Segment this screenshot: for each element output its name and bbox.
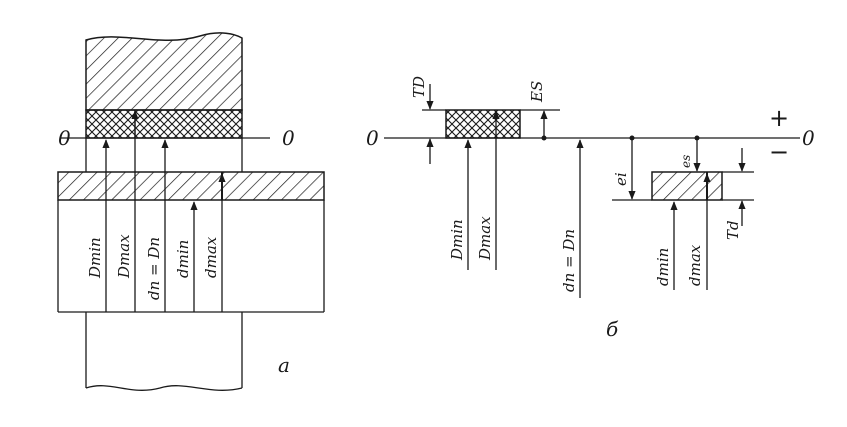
zero-label-b-right: 0 (802, 126, 815, 150)
caption-a: а (278, 353, 290, 377)
diagram-a: 0 0 Dmin Dmax dn = Dn dmin dmax а (57, 32, 325, 391)
label-b-es-lower: es (679, 155, 693, 168)
label-a-dmin-shaft: dmin (174, 240, 192, 278)
label-b-ei: ei (612, 172, 630, 186)
label-b-dn: dn = Dn (560, 229, 578, 292)
label-b-dmax-shaft: dmax (686, 244, 704, 286)
minus-sign: − (769, 138, 789, 166)
label-b-dmin-shaft: dmin (654, 248, 672, 286)
label-b-dmin-hole: Dmin (448, 219, 466, 261)
label-a-dmax-hole: Dmax (115, 234, 133, 279)
label-b-td: TD (410, 76, 428, 98)
hole-tolerance-zone (85, 109, 243, 139)
hole-tolerance-field (445, 109, 521, 139)
shaft-tolerance-zone (57, 171, 325, 201)
zero-label-b-left: 0 (366, 126, 379, 150)
zero-label-a-left: 0 (58, 126, 71, 150)
label-b-dmax-hole: Dmax (476, 216, 494, 261)
diagram-b: 0 0 + − TD ES Dmin Dmax dn = Dn ei (366, 76, 815, 341)
zero-label-a-right: 0 (282, 126, 295, 150)
plus-sign: + (769, 104, 789, 132)
label-b-es-upper: ES (528, 81, 546, 103)
label-b-td-shaft: Td (724, 220, 742, 240)
label-a-dmax-shaft: dmax (202, 236, 220, 278)
caption-b: б (606, 317, 619, 341)
label-a-dmin-hole: Dmin (86, 237, 104, 279)
hole-part-body (85, 32, 243, 111)
label-a-dn: dn = Dn (145, 237, 163, 300)
shaft-tolerance-field (651, 171, 723, 201)
